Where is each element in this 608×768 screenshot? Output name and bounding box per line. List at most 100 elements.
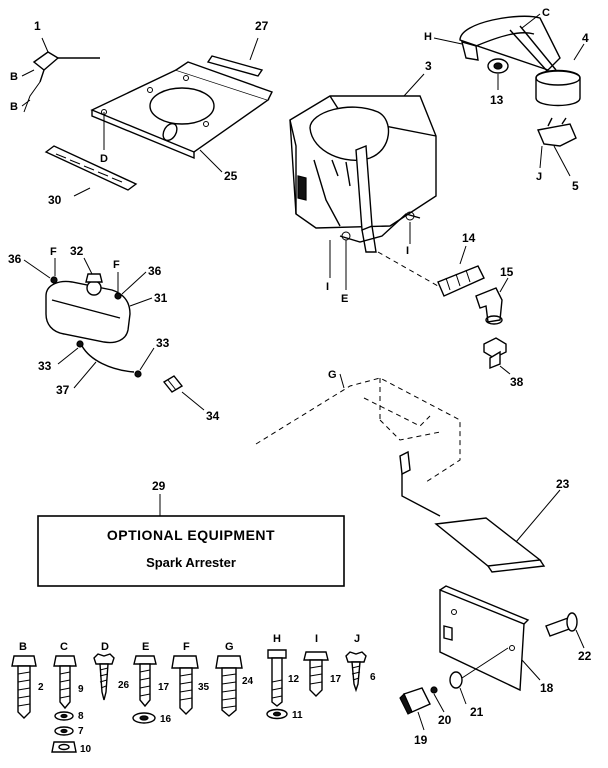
callout-20: 20 <box>438 713 452 727</box>
callout-4: 4 <box>582 31 589 45</box>
hw-letter-f: F <box>183 641 190 653</box>
callout-32: 32 <box>70 244 84 258</box>
ref-f-tank-left: F <box>50 246 57 258</box>
ref-f-tank-right: F <box>113 259 120 271</box>
washer-8 <box>54 711 74 721</box>
callout-33-right: 33 <box>156 336 170 350</box>
screw-d <box>93 653 115 701</box>
callout-5: 5 <box>572 179 579 193</box>
hw-number-f: 35 <box>198 682 210 693</box>
ref-g-frame: G <box>328 369 337 381</box>
ref-e-engine: E <box>341 293 348 305</box>
hw-number-d: 26 <box>118 680 130 691</box>
callout-1: 1 <box>34 19 41 33</box>
bolt-g <box>215 655 243 717</box>
screw-j <box>345 651 367 693</box>
ref-i-engine-left: I <box>326 281 329 293</box>
part-38-plug <box>483 337 507 370</box>
hw-number-e: 17 <box>158 682 170 693</box>
part-23-bracket <box>434 517 546 573</box>
callout-19: 19 <box>414 733 428 747</box>
callout-36-right: 36 <box>148 264 162 278</box>
callout-29: 29 <box>152 479 166 493</box>
callout-23: 23 <box>556 477 570 491</box>
frame-outline <box>255 377 461 517</box>
bolt-i <box>303 651 329 697</box>
part-30-shield <box>44 145 138 191</box>
part-13-gasket <box>487 58 509 74</box>
callout-37: 37 <box>56 383 70 397</box>
bolt-h <box>267 649 287 707</box>
hw-number-i: 17 <box>330 674 342 685</box>
part-34-fitting <box>162 375 184 393</box>
bolt-c <box>53 655 77 710</box>
part-14-nipple <box>437 265 485 297</box>
callout-30: 30 <box>48 193 62 207</box>
washer-11 <box>266 708 288 720</box>
part-27-strip <box>206 55 264 77</box>
ref-h-muffler: H <box>424 31 432 43</box>
hw-number-b: 2 <box>38 682 44 693</box>
callout-36-left: 36 <box>8 252 22 266</box>
bolt-e <box>133 655 157 708</box>
hw-letter-i: I <box>315 633 318 645</box>
callout-34: 34 <box>206 409 220 423</box>
hw-number-c: 9 <box>78 684 84 695</box>
callout-25: 25 <box>224 169 238 183</box>
part-1-clip <box>23 37 100 113</box>
callout-13: 13 <box>490 93 504 107</box>
hw-letter-e: E <box>142 641 149 653</box>
washer-number-16: 16 <box>160 714 172 725</box>
callout-22: 22 <box>578 649 592 663</box>
bolt-f <box>171 655 199 715</box>
part-37-fuel-line <box>76 340 142 378</box>
hw-letter-d: D <box>101 641 109 653</box>
part-15-elbow <box>475 287 503 325</box>
part-19-nut <box>399 687 431 715</box>
washer-16 <box>132 712 156 724</box>
callout-15: 15 <box>500 265 514 279</box>
part-20-washer <box>430 686 438 694</box>
optional-equipment-title: OPTIONAL EQUIPMENT <box>107 527 275 543</box>
bolt-b <box>11 655 37 719</box>
washer-number-11: 11 <box>292 710 303 721</box>
ref-j-deflector: J <box>536 171 542 183</box>
washer-number-7: 7 <box>78 726 84 737</box>
ref-c-muffler: C <box>542 7 550 19</box>
ref-d-plate: D <box>100 153 108 165</box>
part-4-muffler <box>459 15 581 107</box>
washer-number-8: 8 <box>78 711 84 722</box>
alignment-line-14 <box>377 251 439 287</box>
hw-letter-c: C <box>60 641 68 653</box>
callout-27: 27 <box>255 19 269 33</box>
part-21-spacer <box>449 671 463 689</box>
callout-31: 31 <box>154 291 168 305</box>
callout-38: 38 <box>510 375 524 389</box>
ref-i-engine-right: I <box>406 245 409 257</box>
part-22-screw <box>545 612 578 637</box>
callout-21: 21 <box>470 705 484 719</box>
optional-equipment-box: OPTIONAL EQUIPMENT Spark Arrester <box>37 515 345 587</box>
spark-arrester-label: Spark Arrester <box>146 555 236 570</box>
washer-number-10: 10 <box>80 744 92 755</box>
callout-3: 3 <box>425 59 432 73</box>
hw-letter-j: J <box>354 633 360 645</box>
ref-b-2: B <box>10 101 18 113</box>
part-25-mounting-plate <box>90 61 273 160</box>
callout-14: 14 <box>462 231 476 245</box>
hw-number-g: 24 <box>242 676 254 687</box>
hw-number-j: 6 <box>370 672 376 683</box>
hw-letter-h: H <box>273 633 281 645</box>
part-31-fuel-tank <box>45 273 131 344</box>
ref-b-1: B <box>10 71 18 83</box>
hw-letter-g: G <box>225 641 234 653</box>
nut-10 <box>51 741 77 753</box>
part-5-deflector <box>537 117 577 147</box>
part-18-plate <box>439 585 530 692</box>
part-3-engine <box>289 95 437 253</box>
callout-33-left: 33 <box>38 359 52 373</box>
callout-18: 18 <box>540 681 554 695</box>
hw-number-h: 12 <box>288 674 300 685</box>
hw-letter-b: B <box>19 641 27 653</box>
